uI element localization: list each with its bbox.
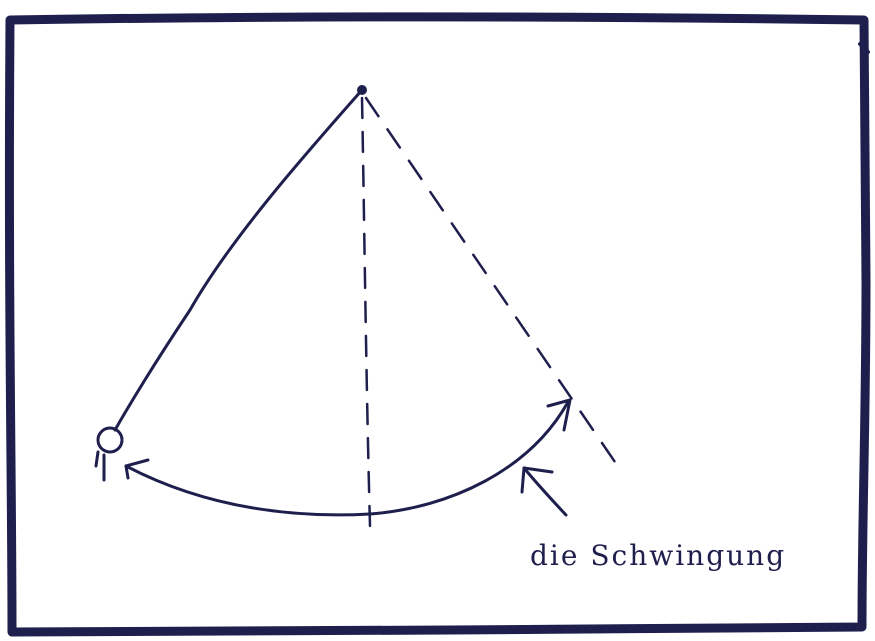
frame-corner-mark	[858, 42, 870, 54]
extreme-dashed-line	[364, 96, 617, 464]
arc-arrowhead-left	[124, 458, 150, 480]
equilibrium-dashed-line	[360, 96, 372, 528]
swing-arc	[124, 400, 570, 517]
pendulum-bob	[96, 426, 124, 454]
caption-pointer-arrowhead	[520, 466, 554, 494]
caption-pointer-arrow	[522, 466, 568, 517]
frame-border	[4, 12, 871, 637]
caption-label: die Schwingung	[530, 539, 786, 572]
pendulum-string	[113, 88, 364, 432]
bob-drip	[94, 450, 106, 482]
arc-arrowhead-right	[546, 398, 572, 432]
